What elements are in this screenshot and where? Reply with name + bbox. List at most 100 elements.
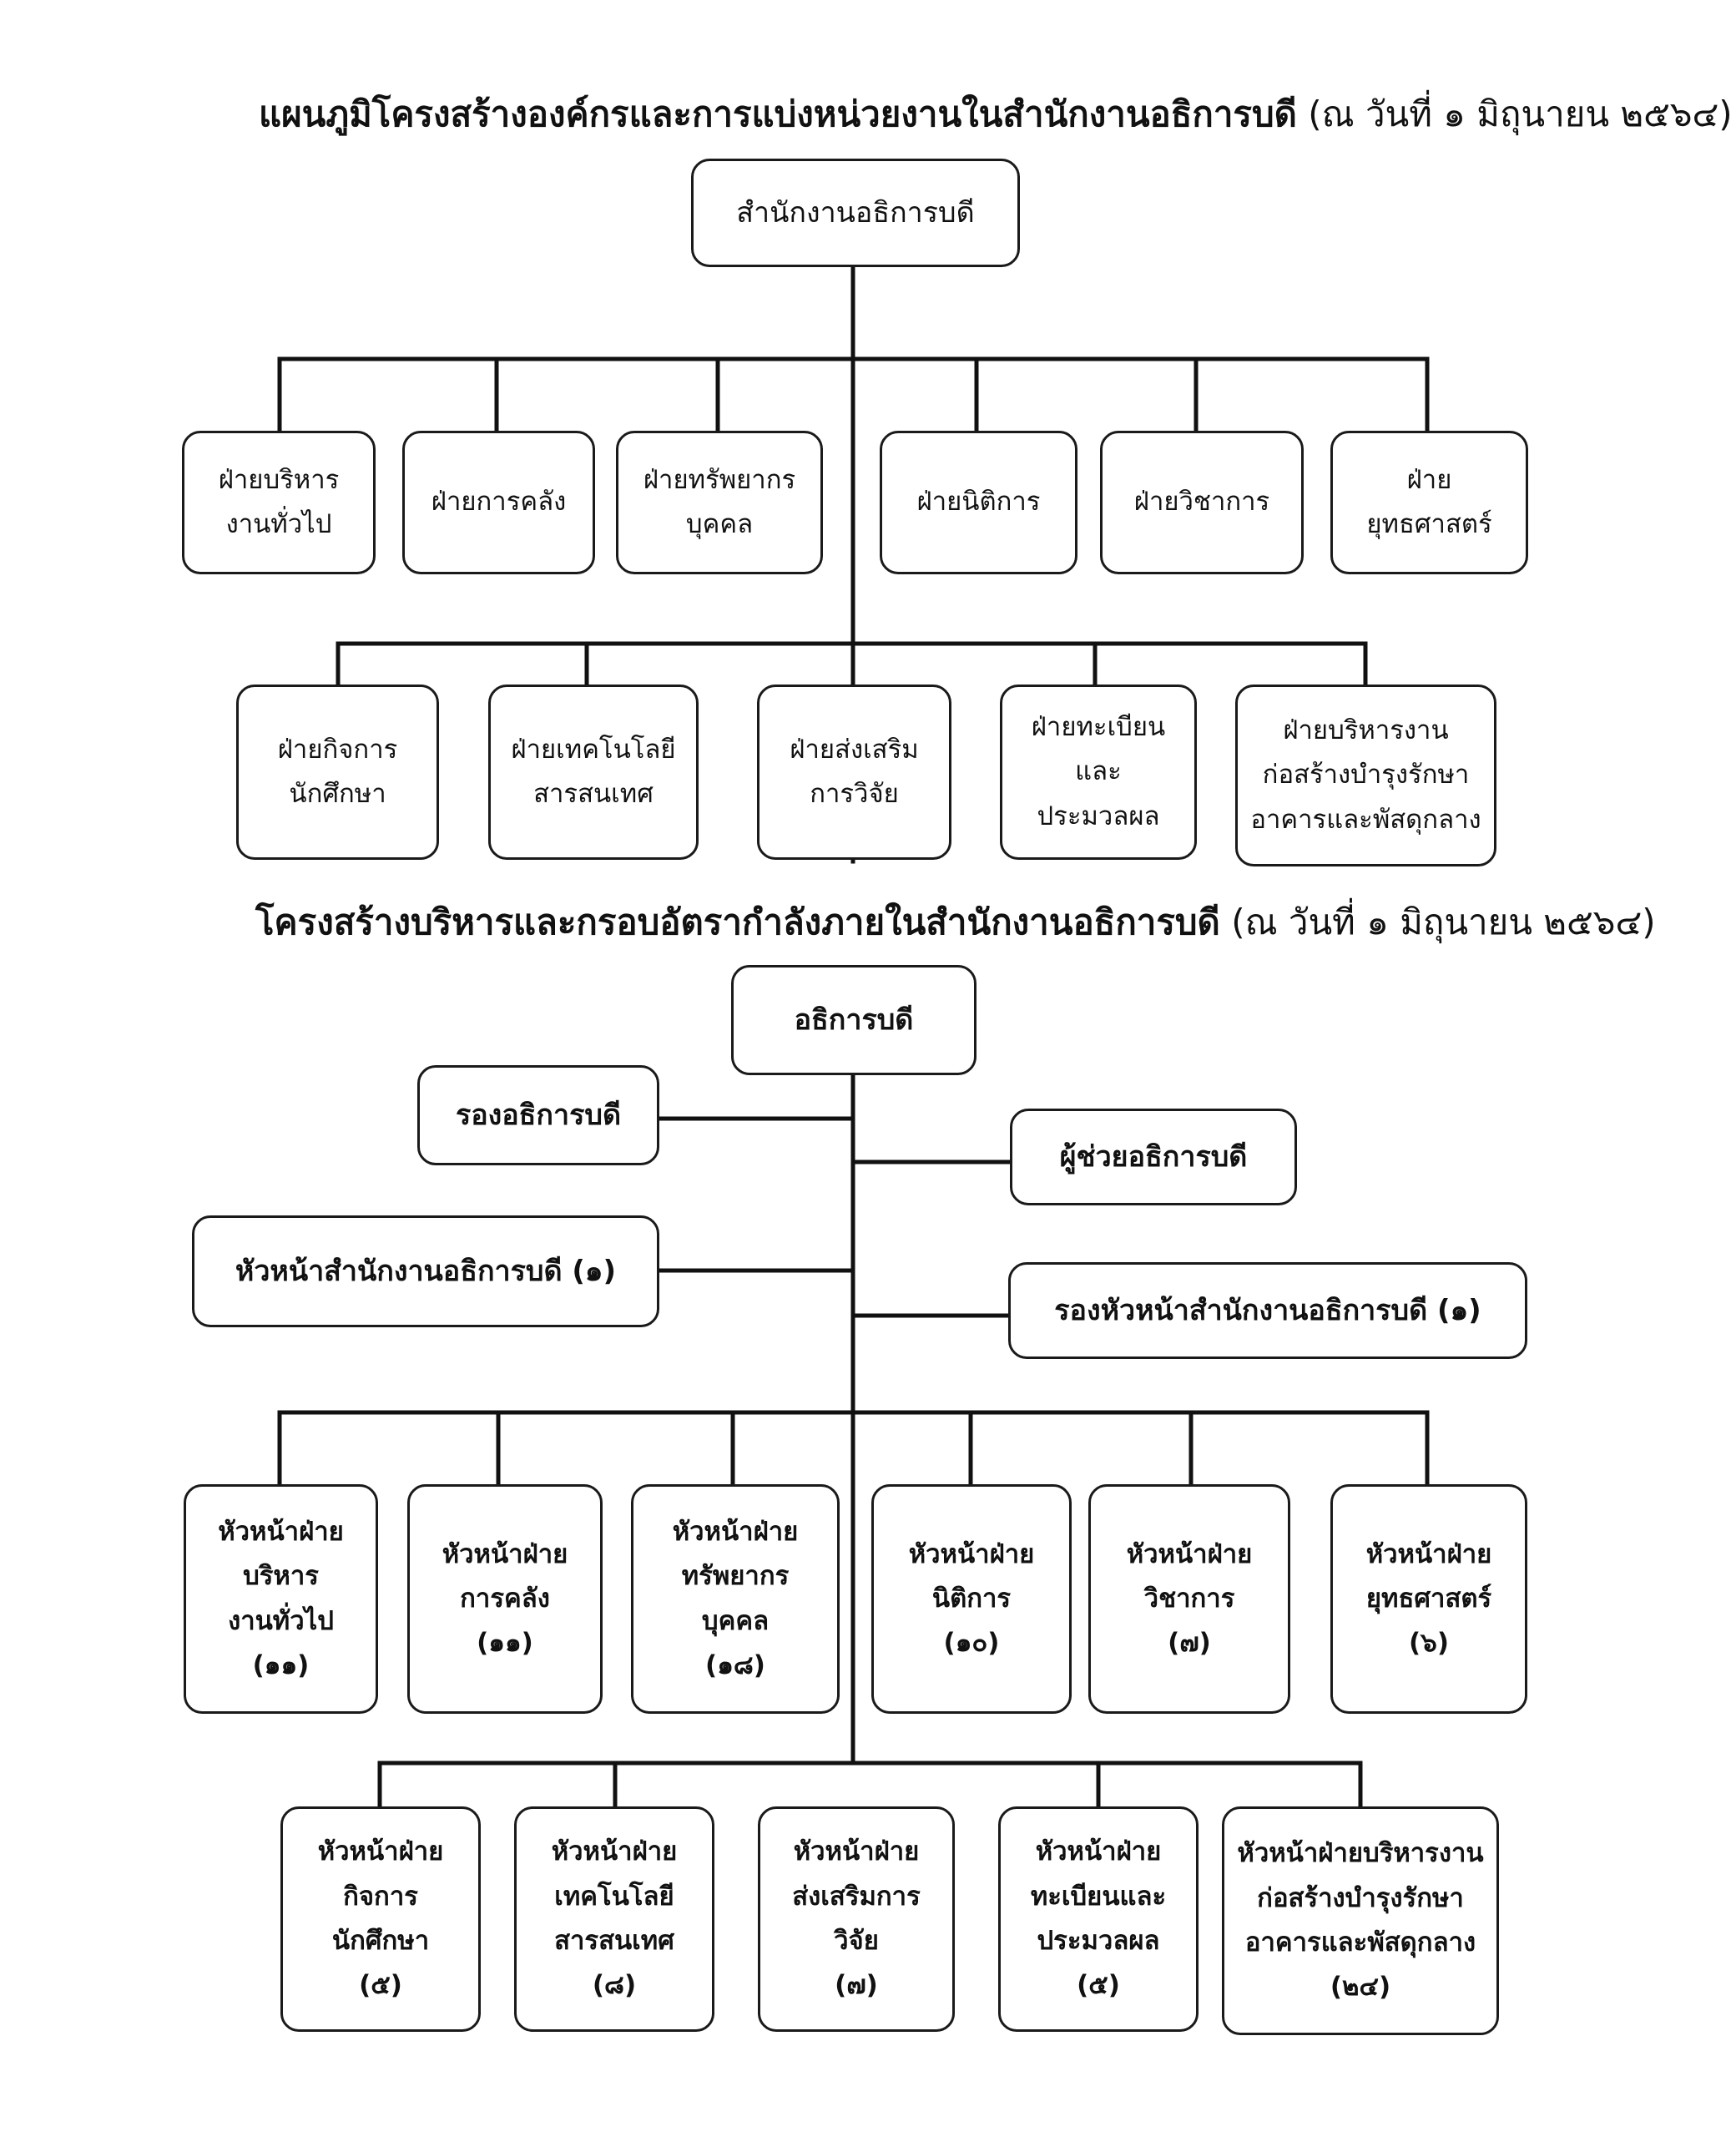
box-line: หัวหน้าฝ่าย bbox=[218, 1516, 344, 1547]
assistant-president-box: ผู้ช่วยอธิการบดี bbox=[1010, 1109, 1297, 1205]
chart1-row2-box: ฝ่ายกิจการ นักศึกษา bbox=[236, 685, 439, 860]
chart1-row1-box: ฝ่ายวิชาการ bbox=[1100, 431, 1304, 574]
box-line: (๒๔) bbox=[1330, 1972, 1391, 2003]
box-line: ฝ่ายวิชาการ bbox=[1133, 487, 1270, 518]
chart1-row2-box: ฝ่ายเทคโนโลยี สารสนเทศ bbox=[488, 685, 699, 860]
box-line: ประมวลผล bbox=[1037, 801, 1160, 831]
vice-president-label: รองอธิการบดี bbox=[455, 1098, 622, 1132]
box-line: ฝ่ายนิติการ bbox=[916, 487, 1041, 518]
box-line: กิจการ bbox=[343, 1881, 418, 1912]
box-line: นักศึกษา bbox=[289, 779, 386, 809]
box-line: สารสนเทศ bbox=[533, 779, 654, 809]
box-line: (๑๑) bbox=[477, 1628, 533, 1659]
box-line: บุคคล bbox=[701, 1605, 770, 1636]
chart2-root-box: อธิการบดี bbox=[731, 965, 976, 1075]
chart1-row2-box: ฝ่ายทะเบียน และ ประมวลผล bbox=[1000, 685, 1197, 860]
chart1-title-text: แผนภูมิโครงสร้างองค์กรและการแบ่งหน่วยงาน… bbox=[259, 93, 1297, 134]
chart2-title-text: โครงสร้างบริหารและกรอบอัตรากำลังภายในสำน… bbox=[255, 902, 1220, 942]
box-line: หัวหน้าฝ่าย bbox=[908, 1538, 1035, 1569]
box-line: หัวหน้าฝ่าย bbox=[1126, 1538, 1253, 1569]
chart2-root-label: อธิการบดี bbox=[794, 1003, 914, 1037]
box-line: ฝ่ายบริหารงาน bbox=[1283, 715, 1449, 746]
box-line: ก่อสร้างบำรุงรักษา bbox=[1257, 1882, 1464, 1913]
box-line: ก่อสร้างบำรุงรักษา bbox=[1262, 760, 1470, 791]
chart2-row2-box: หัวหน้าฝ่าย ทะเบียนและ ประมวลผล (๕) bbox=[998, 1806, 1199, 2032]
box-line: ทรัพยากร bbox=[681, 1561, 790, 1592]
box-line: (๑๑) bbox=[252, 1649, 310, 1680]
box-line: การคลัง bbox=[460, 1583, 550, 1614]
box-line: นักศึกษา bbox=[331, 1926, 430, 1956]
deputy-office-head-label: รองหัวหน้าสำนักงานอธิการบดี (๑) bbox=[1054, 1293, 1481, 1327]
box-line: ฝ่ายเทคโนโลยี bbox=[511, 734, 676, 765]
box-line: (๕) bbox=[359, 1970, 402, 2001]
deputy-office-head-box: รองหัวหน้าสำนักงานอธิการบดี (๑) bbox=[1008, 1262, 1527, 1359]
box-line: ฝ่ายทะเบียน bbox=[1031, 712, 1166, 743]
chart2-row1-box: หัวหน้าฝ่าย บริหาร งานทั่วไป (๑๑) bbox=[184, 1484, 378, 1714]
box-line: สารสนเทศ bbox=[554, 1926, 674, 1956]
box-line: (๗) bbox=[835, 1970, 878, 2001]
chart2-title: โครงสร้างบริหารและกรอบอัตรากำลังภายในสำน… bbox=[255, 902, 1656, 943]
box-line: วิจัย bbox=[834, 1926, 879, 1956]
box-line: หัวหน้าฝ่าย bbox=[672, 1516, 799, 1547]
chart2-row1-box: หัวหน้าฝ่าย การคลัง (๑๑) bbox=[407, 1484, 603, 1714]
box-line: บริหาร bbox=[243, 1561, 319, 1592]
box-line: ทะเบียนและ bbox=[1030, 1881, 1167, 1912]
chart1-row1-box: ฝ่ายบริหาร งานทั่วไป bbox=[182, 431, 376, 574]
box-line: ฝ่ายส่งเสริม bbox=[790, 734, 919, 765]
box-line: อาคารและพัสดุกลาง bbox=[1244, 1927, 1476, 1958]
box-line: หัวหน้าฝ่าย bbox=[551, 1836, 678, 1867]
box-line: (๑๐) bbox=[943, 1628, 1000, 1659]
box-line: ฝ่าย bbox=[1406, 464, 1452, 495]
box-line: ส่งเสริมการ bbox=[792, 1881, 921, 1912]
chart1-row1-box: ฝ่ายทรัพยากร บุคคล bbox=[616, 431, 823, 574]
chart2-row1-box: หัวหน้าฝ่าย ทรัพยากร บุคคล (๑๘) bbox=[631, 1484, 840, 1714]
box-line: งานทั่วไป bbox=[228, 1605, 334, 1636]
box-line: บุคคล bbox=[685, 509, 754, 539]
chart2-row1-box: หัวหน้าฝ่าย ยุทธศาสตร์ (๖) bbox=[1330, 1484, 1527, 1714]
box-line: หัวหน้าฝ่าย bbox=[793, 1836, 920, 1867]
box-line: หัวหน้าฝ่าย bbox=[1365, 1538, 1492, 1569]
chart1-row1-box: ฝ่ายนิติการ bbox=[880, 431, 1077, 574]
box-line: (๕) bbox=[1077, 1970, 1120, 2001]
chart2-title-date: (ณ วันที่ ๑ มิถุนายน ๒๕๖๔) bbox=[1231, 902, 1656, 942]
box-line: (๗) bbox=[1168, 1628, 1211, 1659]
chart1-title-date: (ณ วันที่ ๑ มิถุนายน ๒๕๖๔) bbox=[1308, 93, 1733, 134]
chart2-row2-box: หัวหน้าฝ่าย เทคโนโลยี สารสนเทศ (๘) bbox=[514, 1806, 714, 2032]
assistant-president-label: ผู้ช่วยอธิการบดี bbox=[1059, 1139, 1248, 1174]
chart2-row2-box: หัวหน้าฝ่าย ส่งเสริมการ วิจัย (๗) bbox=[758, 1806, 955, 2032]
chart1-title: แผนภูมิโครงสร้างองค์กรและการแบ่งหน่วยงาน… bbox=[259, 93, 1733, 135]
box-line: หัวหน้าฝ่าย bbox=[1035, 1836, 1162, 1867]
office-head-box: หัวหน้าสำนักงานอธิการบดี (๑) bbox=[192, 1215, 659, 1327]
box-line: วิชาการ bbox=[1143, 1583, 1235, 1614]
chart2-row1-box: หัวหน้าฝ่าย วิชาการ (๗) bbox=[1088, 1484, 1290, 1714]
box-line: ฝ่ายกิจการ bbox=[277, 734, 398, 765]
chart1-row2-box: ฝ่ายบริหารงาน ก่อสร้างบำรุงรักษา อาคารแล… bbox=[1235, 685, 1496, 866]
box-line: ฝ่ายบริหาร bbox=[218, 464, 340, 495]
box-line: (๑๘) bbox=[705, 1649, 765, 1680]
box-line: หัวหน้าฝ่ายบริหารงาน bbox=[1237, 1838, 1484, 1869]
box-line: หัวหน้าฝ่าย bbox=[442, 1538, 568, 1569]
chart1-root-box: สำนักงานอธิการบดี bbox=[691, 159, 1020, 267]
box-line: ประมวลผล bbox=[1037, 1926, 1160, 1956]
box-line: การวิจัย bbox=[810, 779, 899, 809]
vice-president-box: รองอธิการบดี bbox=[417, 1065, 659, 1165]
box-line: เทคโนโลยี bbox=[554, 1881, 674, 1912]
chart1-root-label: สำนักงานอธิการบดี bbox=[736, 195, 975, 230]
box-line: ฝ่ายการคลัง bbox=[431, 487, 567, 518]
chart2-row2-box: หัวหน้าฝ่าย กิจการ นักศึกษา (๕) bbox=[280, 1806, 481, 2032]
box-line: และ bbox=[1075, 756, 1122, 787]
box-line: ยุทธศาสตร์ bbox=[1366, 509, 1492, 539]
box-line: (๖) bbox=[1408, 1628, 1449, 1659]
box-line: ฝ่ายทรัพยากร bbox=[643, 464, 796, 495]
box-line: (๘) bbox=[592, 1970, 637, 2001]
box-line: งานทั่วไป bbox=[225, 509, 332, 539]
chart2-row2-box: หัวหน้าฝ่ายบริหารงาน ก่อสร้างบำรุงรักษา … bbox=[1222, 1806, 1499, 2035]
chart2-row1-box: หัวหน้าฝ่าย นิติการ (๑๐) bbox=[871, 1484, 1072, 1714]
chart1-row1-box: ฝ่าย ยุทธศาสตร์ bbox=[1330, 431, 1528, 574]
chart1-row1-box: ฝ่ายการคลัง bbox=[402, 431, 595, 574]
box-line: ยุทธศาสตร์ bbox=[1365, 1583, 1492, 1614]
box-line: นิติการ bbox=[931, 1583, 1012, 1614]
box-line: อาคารและพัสดุกลาง bbox=[1250, 804, 1481, 835]
chart1-row2-box: ฝ่ายส่งเสริม การวิจัย bbox=[757, 685, 951, 860]
